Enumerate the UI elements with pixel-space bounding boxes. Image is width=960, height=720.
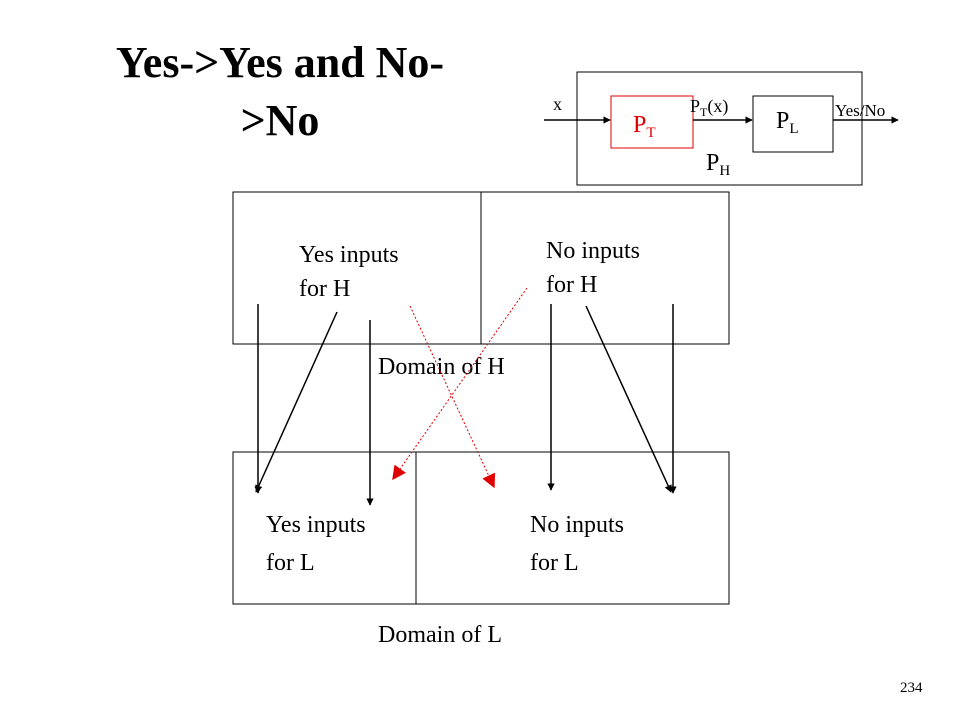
pt-label-sub: T: [646, 125, 655, 141]
h-yes-line2: for H: [299, 276, 350, 302]
title-line-1: Yes->Yes and No-: [115, 38, 445, 87]
l-no-line1: No inputs: [530, 512, 624, 538]
mapping-arrows: [254, 304, 677, 506]
cross-arrows: [392, 287, 528, 489]
h-no-label: No inputs for H: [546, 238, 646, 298]
domain-h: Yes inputs for H No inputs for H Domain …: [232, 191, 730, 380]
l-yes-line2: for L: [266, 550, 315, 576]
pl-label-sub: L: [789, 121, 798, 137]
ph-label-main: P: [706, 150, 719, 176]
arrow-yes-to-no-forbidden: [409, 305, 496, 489]
mid-label: PT(x): [690, 96, 728, 119]
pl-label: PL: [776, 108, 799, 137]
l-no-label: No inputs for L: [530, 512, 630, 576]
ph-label-sub: H: [719, 163, 730, 179]
output-label: Yes/No: [835, 101, 885, 120]
pipeline-diagram: x PT PT(x) PL Yes/No PH: [544, 71, 899, 186]
h-no-line2: for H: [546, 272, 597, 298]
pt-box: [610, 95, 694, 149]
pl-box: [752, 95, 834, 153]
pt-label-main: P: [633, 112, 646, 138]
arrow-no-to-yes-forbidden: [392, 287, 528, 481]
mid-label-main: P: [690, 96, 700, 116]
arrow-no-to-no-2: [585, 305, 672, 493]
title-line-2: >No: [240, 96, 320, 145]
l-no-line2: for L: [530, 550, 579, 576]
mid-label-sub: T: [700, 105, 708, 119]
page-number: 234: [900, 680, 923, 696]
domain-h-caption: Domain of H: [378, 354, 505, 380]
ph-outer-box: [576, 71, 863, 186]
slide-title: Yes->Yes and No- >No: [60, 34, 500, 150]
mid-label-arg: (x): [707, 96, 728, 117]
pl-label-main: P: [776, 108, 789, 134]
domain-l: Yes inputs for L No inputs for L Domain …: [232, 451, 730, 648]
domain-l-box: [232, 451, 730, 605]
domain-l-caption: Domain of L: [378, 622, 502, 648]
pt-label: PT: [633, 112, 656, 141]
ph-label: PH: [706, 150, 730, 179]
arrow-yes-to-yes-2: [255, 311, 338, 493]
l-yes-label: Yes inputs for L: [266, 512, 372, 576]
h-yes-label: Yes inputs for H: [299, 242, 405, 302]
input-label: x: [553, 94, 562, 114]
l-yes-line1: Yes inputs: [266, 512, 366, 538]
h-yes-line1: Yes inputs: [299, 242, 399, 268]
h-no-line1: No inputs: [546, 238, 640, 264]
